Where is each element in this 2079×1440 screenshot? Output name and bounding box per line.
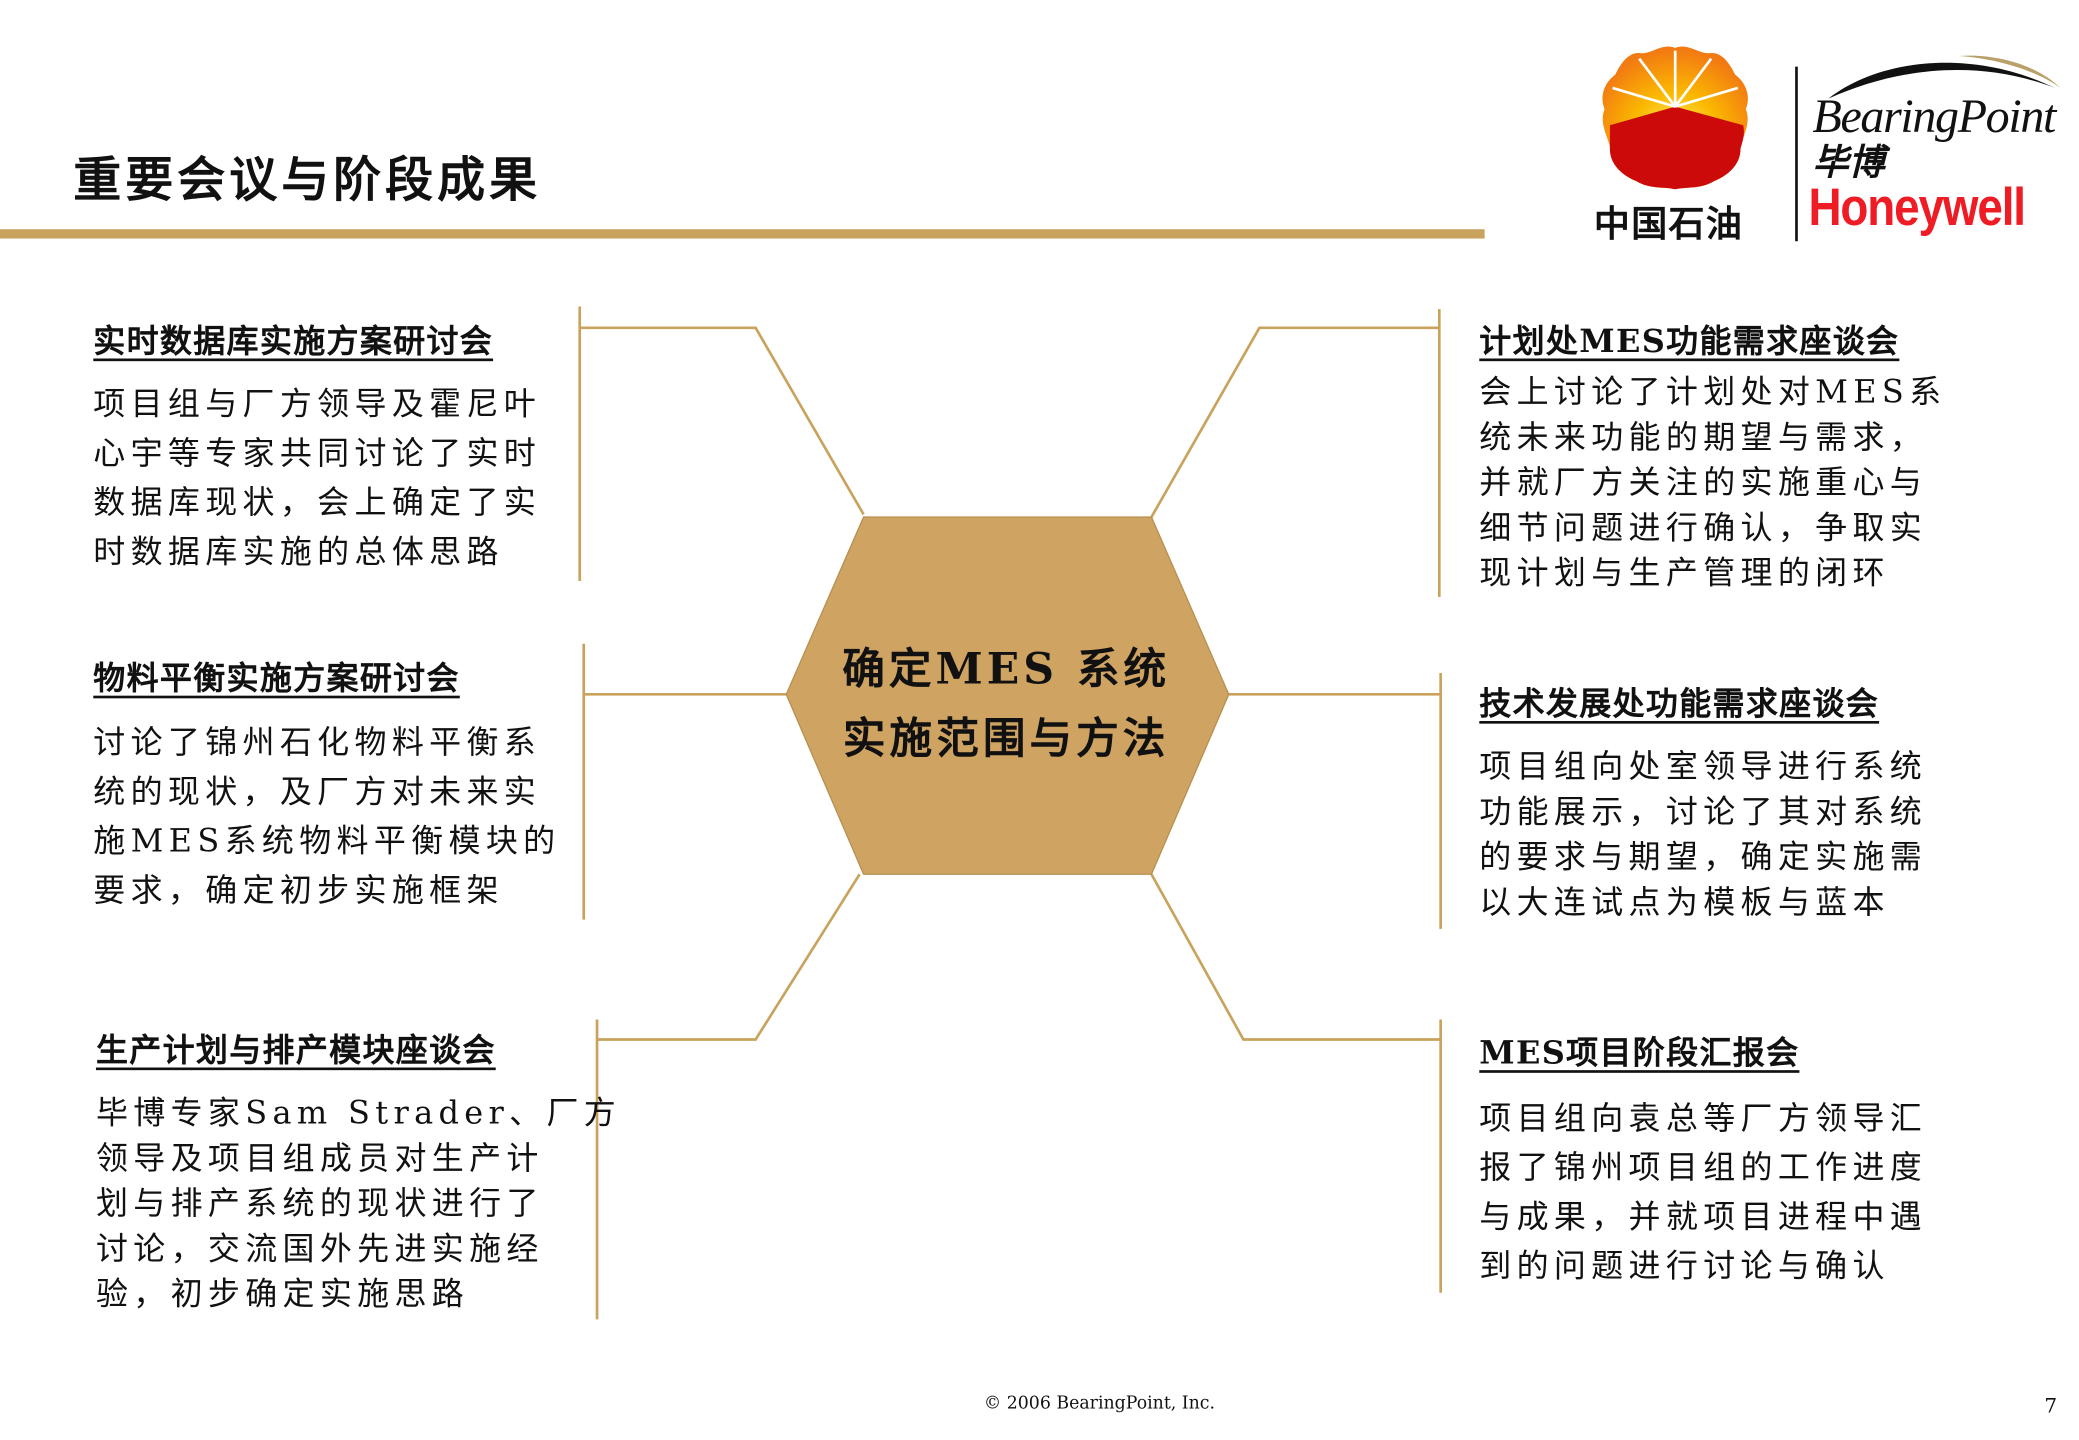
meeting-description-line: 会上讨论了计划处对MES系	[1479, 373, 1947, 411]
meeting-heading: 实时数据库实施方案研讨会	[93, 321, 494, 360]
meeting-description-line: 的要求与期望，确定实施需	[1479, 838, 1928, 876]
meeting-description-line: 统的现状，及厂方对未来实	[93, 772, 542, 811]
meeting-description-line: 讨论，交流国外先进实施经	[95, 1230, 544, 1268]
meeting-heading: 计划处MES功能需求座谈会	[1479, 321, 1900, 360]
meeting-block-tech-dev: 技术发展处功能需求座谈会项目组向处室领导进行系统功能展示，讨论了其对系统的要求与…	[1479, 677, 1985, 921]
meeting-description-line: 毕博专家Sam Strader、厂方	[95, 1094, 622, 1132]
meeting-description-line: 时数据库实施的总体思路	[93, 533, 504, 571]
meeting-block-mes-report: MES项目阶段汇报会项目组向袁总等厂方领导汇报了锦州项目组的工作进度与成果，并就…	[1479, 1026, 1985, 1285]
meeting-heading: 物料平衡实施方案研讨会	[93, 658, 460, 698]
connector-mid-left	[582, 643, 787, 920]
bearingpoint-arc-icon	[1828, 55, 2061, 99]
meeting-description-line: 项目组向袁总等厂方领导汇	[1479, 1099, 1928, 1137]
title-rule	[0, 229, 1485, 239]
connector-bottom-right	[1150, 873, 1442, 1293]
copyright-footer: © 2006 BearingPoint, Inc.	[983, 1394, 1216, 1414]
meeting-description-line: 领导及项目组成员对生产计	[95, 1139, 544, 1177]
honeywell-logo: Honeywell	[1808, 178, 2026, 238]
connector-top-right	[1150, 309, 1441, 598]
cnpc-emblem-icon	[1602, 46, 1748, 190]
meeting-description-line: 以大连试点为模板与蓝本	[1479, 883, 1890, 921]
meeting-description-line: 讨论了锦州石化物料平衡系	[93, 723, 542, 761]
meeting-description-line: 到的问题进行讨论与确认	[1479, 1247, 1890, 1285]
meeting-description-line: 并就厂方关注的实施重心与	[1479, 463, 1928, 502]
meeting-heading: 生产计划与排产模块座谈会	[95, 1030, 496, 1069]
center-label-line1: 确定MES 系统	[842, 643, 1171, 695]
meeting-description-line: 划与排产系统的现状进行了	[95, 1184, 544, 1223]
meeting-description-line: 现计划与生产管理的闭环	[1479, 554, 1890, 592]
center-hexagon	[785, 516, 1230, 875]
meeting-description-line: 数据库现状，会上确定了实	[93, 483, 542, 522]
meeting-block-production-planning: 生产计划与排产模块座谈会毕博专家Sam Strader、厂方领导及项目组成员对生…	[95, 1024, 616, 1313]
page-title: 重要会议与阶段成果	[73, 151, 542, 208]
logo-divider	[1795, 66, 1798, 242]
meeting-description-line: 项目组向处室领导进行系统	[1479, 747, 1928, 785]
connector-bottom-left	[595, 873, 861, 1320]
meeting-description-line: 统未来功能的期望与需求，	[1479, 418, 1928, 456]
page-number: 7	[2044, 1394, 2058, 1418]
meeting-description-line: 项目组与厂方领导及霍尼叶	[93, 385, 542, 423]
meeting-description-line: 与成果，并就项目进程中遇	[1479, 1198, 1928, 1236]
meeting-heading: 技术发展处功能需求座谈会	[1479, 683, 1880, 723]
meeting-block-realtime-db: 实时数据库实施方案研讨会项目组与厂方领导及霍尼叶心宇等专家共同讨论了实时数据库现…	[93, 315, 599, 570]
center-label-line2: 实施范围与方法	[842, 712, 1170, 764]
meeting-description-line: 验，初步确定实施思路	[95, 1275, 470, 1313]
meeting-block-material-balance: 物料平衡实施方案研讨会讨论了锦州石化物料平衡系统的现状，及厂方对未来实施MES系…	[93, 652, 599, 909]
connector-top-left	[578, 306, 865, 582]
meeting-block-planning-mes: 计划处MES功能需求座谈会会上讨论了计划处对MES系统未来功能的期望与需求， 并就…	[1479, 315, 1985, 592]
meeting-description-line: 施MES系统物料平衡模块的	[93, 822, 561, 860]
cnpc-logo-text: 中国石油	[1593, 203, 1744, 246]
meeting-description-line: 心宇等专家共同讨论了实时	[93, 434, 542, 472]
connector-mid-right	[1228, 673, 1442, 929]
meeting-heading: MES项目阶段汇报会	[1479, 1032, 1800, 1072]
meeting-description-line: 报了锦州项目组的工作进度	[1479, 1148, 1928, 1187]
center-label: 确定MES 系统 实施范围与方法	[800, 634, 1213, 773]
meeting-description-line: 功能展示，讨论了其对系统	[1479, 792, 1928, 831]
meeting-description-line: 要求，确定初步实施框架	[93, 871, 504, 909]
meeting-description-line: 细节问题进行确认，争取实	[1479, 509, 1928, 547]
bearingpoint-logo: BearingPoint	[1812, 89, 2056, 143]
bearingpoint-cn-logo: 毕博	[1812, 142, 1885, 184]
